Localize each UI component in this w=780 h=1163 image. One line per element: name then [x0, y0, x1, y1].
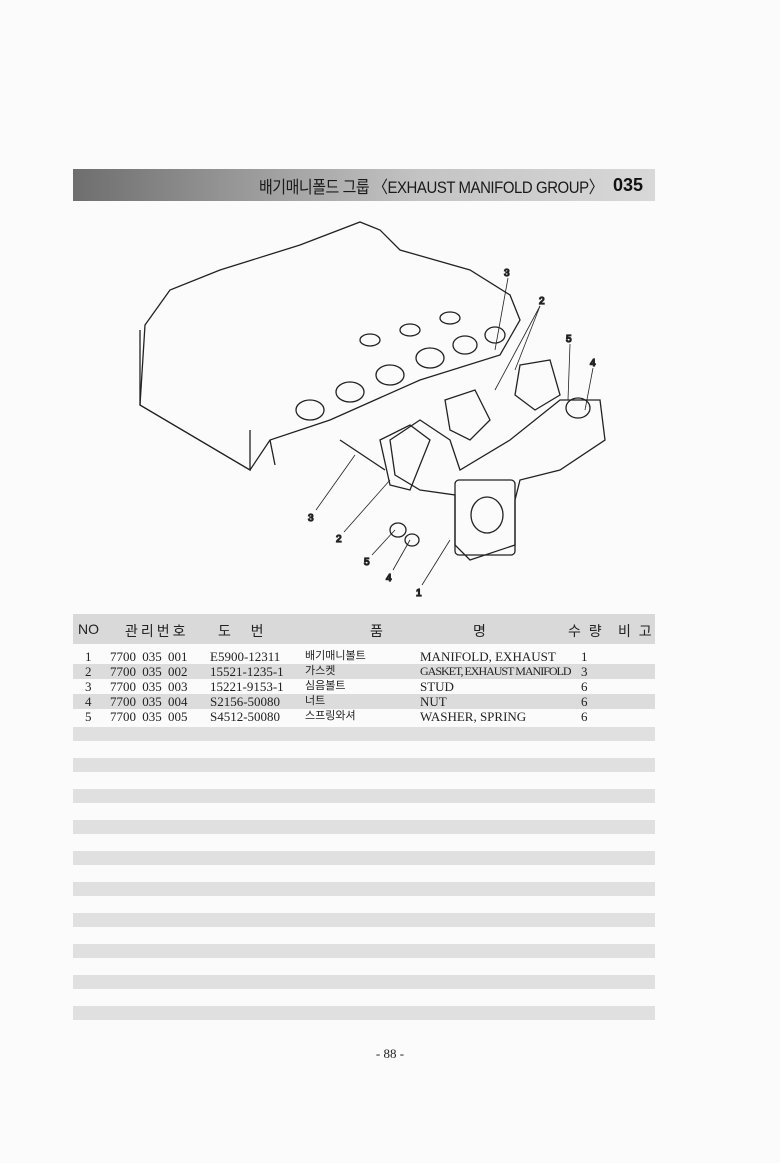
empty-row-stripe [73, 1006, 655, 1020]
row-name-kr: 스프링와셔 [305, 710, 356, 722]
callout-5-bottom: 5 [364, 557, 370, 568]
callout-3-bottom: 3 [308, 513, 314, 524]
empty-row-stripe [73, 975, 655, 989]
col-mgmt-number: 관리번호 [125, 623, 189, 639]
engine-head-outline [139, 221, 521, 472]
group-code: 035 [612, 174, 643, 195]
page-number: - 88 - [375, 1046, 405, 1061]
empty-row-stripe [73, 944, 655, 958]
col-name-2: 명 [473, 623, 486, 639]
col-qty: 수 량 [568, 623, 604, 639]
row-drawing: S2156-50080 [210, 694, 281, 709]
manifold-outline [389, 359, 606, 561]
callout-5-top: 5 [566, 334, 572, 345]
callout-2-bottom: 2 [336, 534, 342, 545]
row-qty: 1 [581, 649, 588, 664]
row-qty: 6 [581, 709, 588, 724]
row-name-en: GASKET, EXHAUST MANIFOLD [420, 664, 572, 678]
row-drawing: S4512-50080 [210, 709, 281, 724]
row-name-kr: 가스켓 [305, 665, 336, 677]
callout-4-bottom: 4 [386, 573, 392, 584]
col-remarks: 비 고 [618, 623, 654, 639]
row-qty: 6 [581, 679, 588, 694]
row-mgmt: 7700 035 001 [110, 649, 188, 664]
group-title: 배기매니폴드 그룹 〈EXHAUST MANIFOLD GROUP〉 [258, 177, 604, 197]
empty-row-stripe [73, 789, 655, 803]
leader-lines [315, 277, 594, 586]
row-no: 5 [85, 709, 92, 724]
callout-2-top: 2 [539, 296, 545, 307]
row-name-en: WASHER, SPRING [420, 709, 527, 724]
exhaust-manifold-diagram: 3 2 5 4 3 2 5 4 1 [139, 221, 606, 600]
empty-row-stripe [73, 851, 655, 865]
parts-table-header: NO 관리번호 도 번 품 명 수 량 비 고 [73, 614, 655, 644]
col-drawing-number: 도 번 [218, 623, 268, 639]
row-qty: 3 [581, 664, 588, 679]
group-title-bar: 배기매니폴드 그룹 〈EXHAUST MANIFOLD GROUP〉 035 [73, 169, 655, 201]
table-row: 1 7700 035 001 E5900-12311 배기매니볼트 MANIFO… [73, 649, 655, 664]
row-no: 2 [85, 664, 92, 679]
table-row: 5 7700 035 005 S4512-50080 스프링와셔 WASHER,… [73, 709, 655, 724]
callout-3-top: 3 [504, 268, 510, 279]
stud-and-gasket [339, 424, 431, 547]
table-row: 3 7700 035 003 15221-9153-1 심음볼트 STUD 6 [73, 679, 655, 694]
row-name-en: NUT [420, 694, 447, 709]
empty-row-stripe [73, 758, 655, 772]
empty-row-stripe [73, 820, 655, 834]
row-mgmt: 7700 035 002 [110, 664, 188, 679]
row-name-kr: 심음볼트 [305, 680, 346, 692]
row-mgmt: 7700 035 005 [110, 709, 188, 724]
callout-4-top: 4 [590, 358, 596, 369]
row-mgmt: 7700 035 004 [110, 694, 188, 709]
table-row: 4 7700 035 004 S2156-50080 너트 NUT 6 [73, 694, 655, 709]
row-name-kr: 배기매니볼트 [305, 650, 366, 662]
table-row: 2 7700 035 002 15521-1235-1 가스켓 GASKET, … [73, 664, 655, 679]
callout-1: 1 [416, 588, 422, 599]
row-qty: 6 [581, 694, 588, 709]
row-drawing: 15221-9153-1 [210, 679, 284, 694]
row-drawing: E5900-12311 [210, 649, 281, 664]
empty-row-stripe [73, 882, 655, 896]
row-name-kr: 너트 [305, 695, 326, 707]
row-drawing: 15521-1235-1 [210, 664, 284, 679]
row-no: 1 [85, 649, 92, 664]
empty-row-stripe [73, 913, 655, 927]
row-no: 4 [85, 694, 92, 709]
empty-row-stripe [73, 727, 655, 741]
row-name-en: MANIFOLD, EXHAUST [420, 649, 556, 664]
row-mgmt: 7700 035 003 [110, 679, 188, 694]
col-name-1: 품 [370, 623, 383, 639]
row-name-en: STUD [420, 679, 454, 694]
col-no: NO [78, 621, 99, 637]
row-no: 3 [85, 679, 92, 694]
